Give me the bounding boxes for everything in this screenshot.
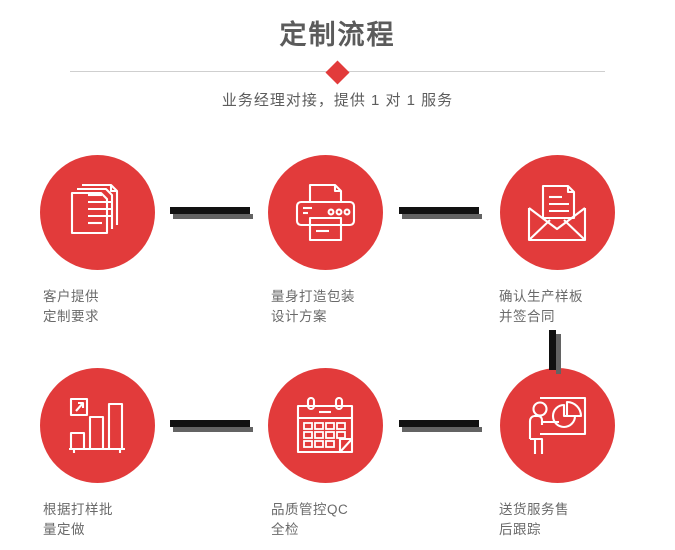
connector-bar xyxy=(170,207,250,214)
connector-step3-step6 xyxy=(549,330,562,374)
connector-step5-step6 xyxy=(399,420,482,432)
connector-step4-step5 xyxy=(170,420,253,432)
calendar-icon xyxy=(296,396,354,453)
step-6-icon-circle xyxy=(499,368,615,483)
step-1-caption-line2: 定制要求 xyxy=(43,309,99,324)
step-2-icon-circle xyxy=(267,155,383,270)
step-2-caption: 量身打造包装 设计方案 xyxy=(245,287,405,327)
bar-chart-growth-icon xyxy=(69,397,125,453)
presentation-pie-chart-icon xyxy=(528,396,587,454)
connector-step2-step3 xyxy=(399,207,482,219)
step-3-caption-line2: 并签合同 xyxy=(499,309,555,324)
connector-shadow xyxy=(173,214,253,219)
page-title: 定制流程 xyxy=(279,20,396,50)
printer-icon xyxy=(295,183,356,241)
process-flow: 客户提供 定制要求 xyxy=(0,130,675,550)
step-4-caption-line1: 根据打样批 xyxy=(43,502,113,517)
process-step-3[interactable]: 确认生产样板 并签合同 xyxy=(477,155,637,327)
step-1-caption-line1: 客户提供 xyxy=(43,289,99,304)
step-4-caption-line2: 量定做 xyxy=(43,522,85,537)
step-3-caption-line1: 确认生产样板 xyxy=(499,289,583,304)
process-step-1[interactable]: 客户提供 定制要求 xyxy=(17,155,177,327)
page-subtitle: 业务经理对接，提供 1 对 1 服务 xyxy=(221,92,454,109)
connector-shadow xyxy=(556,334,561,374)
step-3-caption: 确认生产样板 并签合同 xyxy=(477,287,637,327)
step-1-icon-circle xyxy=(39,155,155,270)
documents-stack-icon xyxy=(70,183,119,234)
step-5-caption-line1: 品质管控QC xyxy=(271,502,349,517)
connector-shadow xyxy=(173,427,253,432)
step-3-icon-circle xyxy=(499,155,615,270)
step-6-caption-line1: 送货服务售 xyxy=(499,502,569,517)
connector-bar xyxy=(399,420,479,427)
step-2-caption-line1: 量身打造包装 xyxy=(271,289,355,304)
connector-bar xyxy=(170,420,250,427)
process-step-6[interactable]: 送货服务售 后跟踪 xyxy=(477,368,637,540)
step-6-caption: 送货服务售 后跟踪 xyxy=(477,500,637,540)
step-6-caption-line2: 后跟踪 xyxy=(499,522,541,537)
step-5-caption-line2: 全检 xyxy=(271,522,299,537)
connector-shadow xyxy=(402,214,482,219)
step-1-caption: 客户提供 定制要求 xyxy=(17,287,177,327)
step-4-caption: 根据打样批 量定做 xyxy=(17,500,177,540)
step-4-icon-circle xyxy=(39,368,155,483)
header: 定制流程 业务经理对接，提供 1 对 1 服务 xyxy=(0,0,675,130)
diamond-marker-icon xyxy=(325,59,350,85)
step-2-caption-line2: 设计方案 xyxy=(271,309,327,324)
process-step-2[interactable]: 量身打造包装 设计方案 xyxy=(245,155,405,327)
process-step-5[interactable]: 品质管控QC 全检 xyxy=(245,368,405,540)
step-5-icon-circle xyxy=(267,368,383,483)
process-step-4[interactable]: 根据打样批 量定做 xyxy=(17,368,177,540)
connector-shadow xyxy=(402,427,482,432)
envelope-document-icon xyxy=(527,184,587,241)
connector-bar xyxy=(399,207,479,214)
connector-step1-step2 xyxy=(170,207,253,219)
step-5-caption: 品质管控QC 全检 xyxy=(245,500,405,540)
title-divider xyxy=(70,59,605,85)
connector-bar xyxy=(549,330,556,370)
